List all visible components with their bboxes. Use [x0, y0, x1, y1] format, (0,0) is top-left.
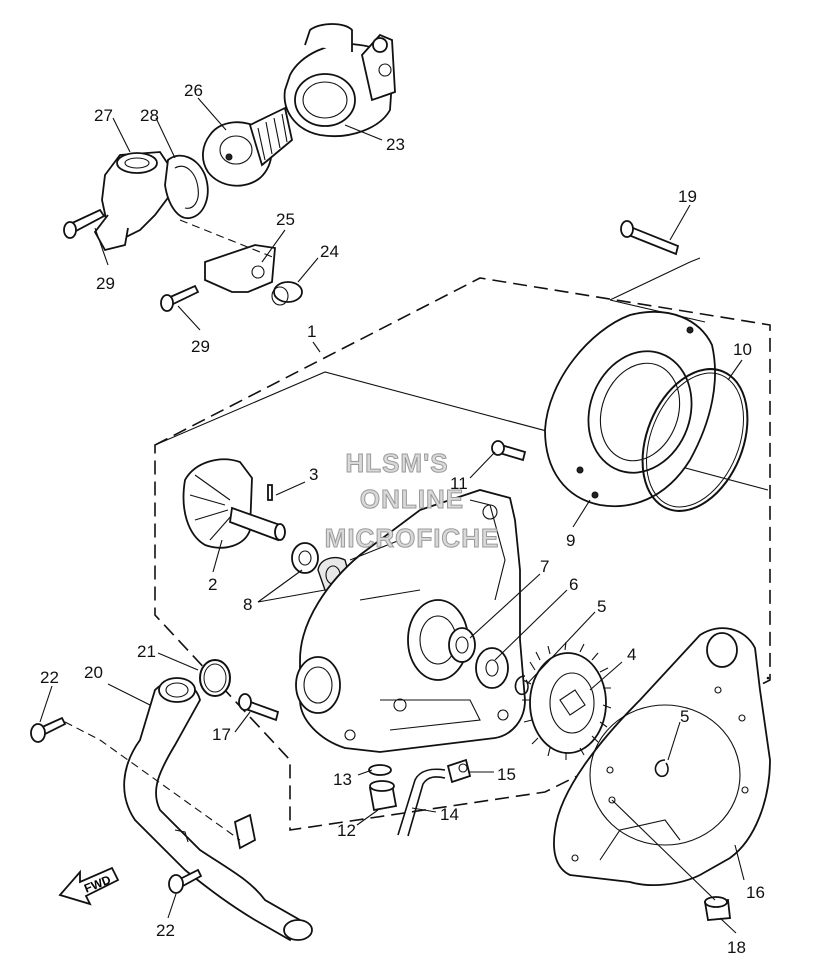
callout-3: 3	[309, 465, 318, 484]
bracket-part	[204, 244, 276, 293]
hose-part	[397, 768, 446, 837]
washer-part	[368, 764, 392, 776]
callout-25: 25	[276, 210, 295, 229]
callout-1: 1	[307, 322, 316, 341]
circlip-part	[514, 675, 529, 696]
cover-gasket-part	[553, 627, 771, 886]
callout-10: 10	[733, 340, 752, 359]
pump-housing-part	[295, 489, 526, 753]
callout-29-lower: 29	[191, 337, 210, 356]
bolt-22-upper	[30, 716, 67, 743]
bolt-17	[238, 693, 280, 722]
callout-4: 4	[627, 645, 636, 664]
callout-22-upper: 22	[40, 668, 59, 687]
callout-12: 12	[337, 821, 356, 840]
watermark-line-3: MICROFICHE	[325, 523, 500, 553]
callout-13: 13	[333, 770, 352, 789]
callout-21: 21	[137, 642, 156, 661]
callout-5-cover: 5	[680, 707, 689, 726]
thermostat-housing-part	[93, 151, 185, 252]
o-ring-21-part	[199, 659, 231, 697]
callout-8: 8	[243, 595, 252, 614]
bolt-22-lower	[168, 868, 203, 894]
water-pipe-part	[123, 677, 313, 942]
plug-part	[703, 896, 731, 921]
callout-22-lower: 22	[156, 921, 175, 940]
bolt-19	[620, 220, 680, 256]
bolt-11	[491, 440, 527, 462]
watermark-line-1: HLSM'S	[345, 448, 448, 478]
bolt-29-upper	[63, 208, 106, 239]
o-ring-part	[641, 368, 749, 512]
callout-27: 27	[94, 106, 113, 125]
gear-bearing-part	[475, 647, 509, 689]
callout-7: 7	[540, 557, 549, 576]
callout-18: 18	[727, 938, 746, 957]
callout-23: 23	[386, 135, 405, 154]
impeller-part	[182, 458, 286, 549]
callout-29-upper: 29	[96, 274, 115, 293]
stray-dot	[766, 676, 770, 680]
callout-5-housing: 5	[597, 597, 606, 616]
callout-17: 17	[212, 725, 231, 744]
callout-20: 20	[84, 663, 103, 682]
gear-part	[522, 641, 612, 760]
callout-11: 11	[450, 474, 468, 493]
callout-9: 9	[566, 531, 575, 550]
bolt-29-lower	[160, 284, 200, 312]
callouts: 1 2 3 4 5 5 6 7 8 9 10 11 12 13 14 15 16…	[40, 81, 765, 957]
callout-24: 24	[320, 242, 339, 261]
oil-seal-part-a	[291, 542, 319, 574]
callout-2: 2	[208, 575, 217, 594]
callout-14: 14	[440, 805, 459, 824]
callout-28: 28	[140, 106, 159, 125]
bearing-part	[448, 627, 476, 663]
watermark-line-2: ONLINE	[360, 484, 464, 514]
callout-26: 26	[184, 81, 203, 100]
leader-lines	[39, 97, 745, 934]
housing-cover-part	[544, 311, 716, 508]
fwd-arrow-icon: FWD	[58, 866, 120, 906]
thermostat-part	[202, 106, 293, 187]
hose-fitting-part	[446, 758, 472, 784]
thermostat-cover-part	[283, 23, 396, 137]
pin-part	[267, 484, 273, 501]
watermark: HLSM'S ONLINE MICROFICHE	[324, 448, 500, 554]
callout-15: 15	[497, 765, 516, 784]
drain-bolt-part	[368, 780, 398, 812]
fwd-label: FWD	[82, 872, 113, 895]
callout-19: 19	[678, 187, 697, 206]
callout-6: 6	[569, 575, 578, 594]
callout-16: 16	[746, 883, 765, 902]
gasket-part	[164, 154, 209, 219]
grommet-part	[271, 281, 303, 306]
